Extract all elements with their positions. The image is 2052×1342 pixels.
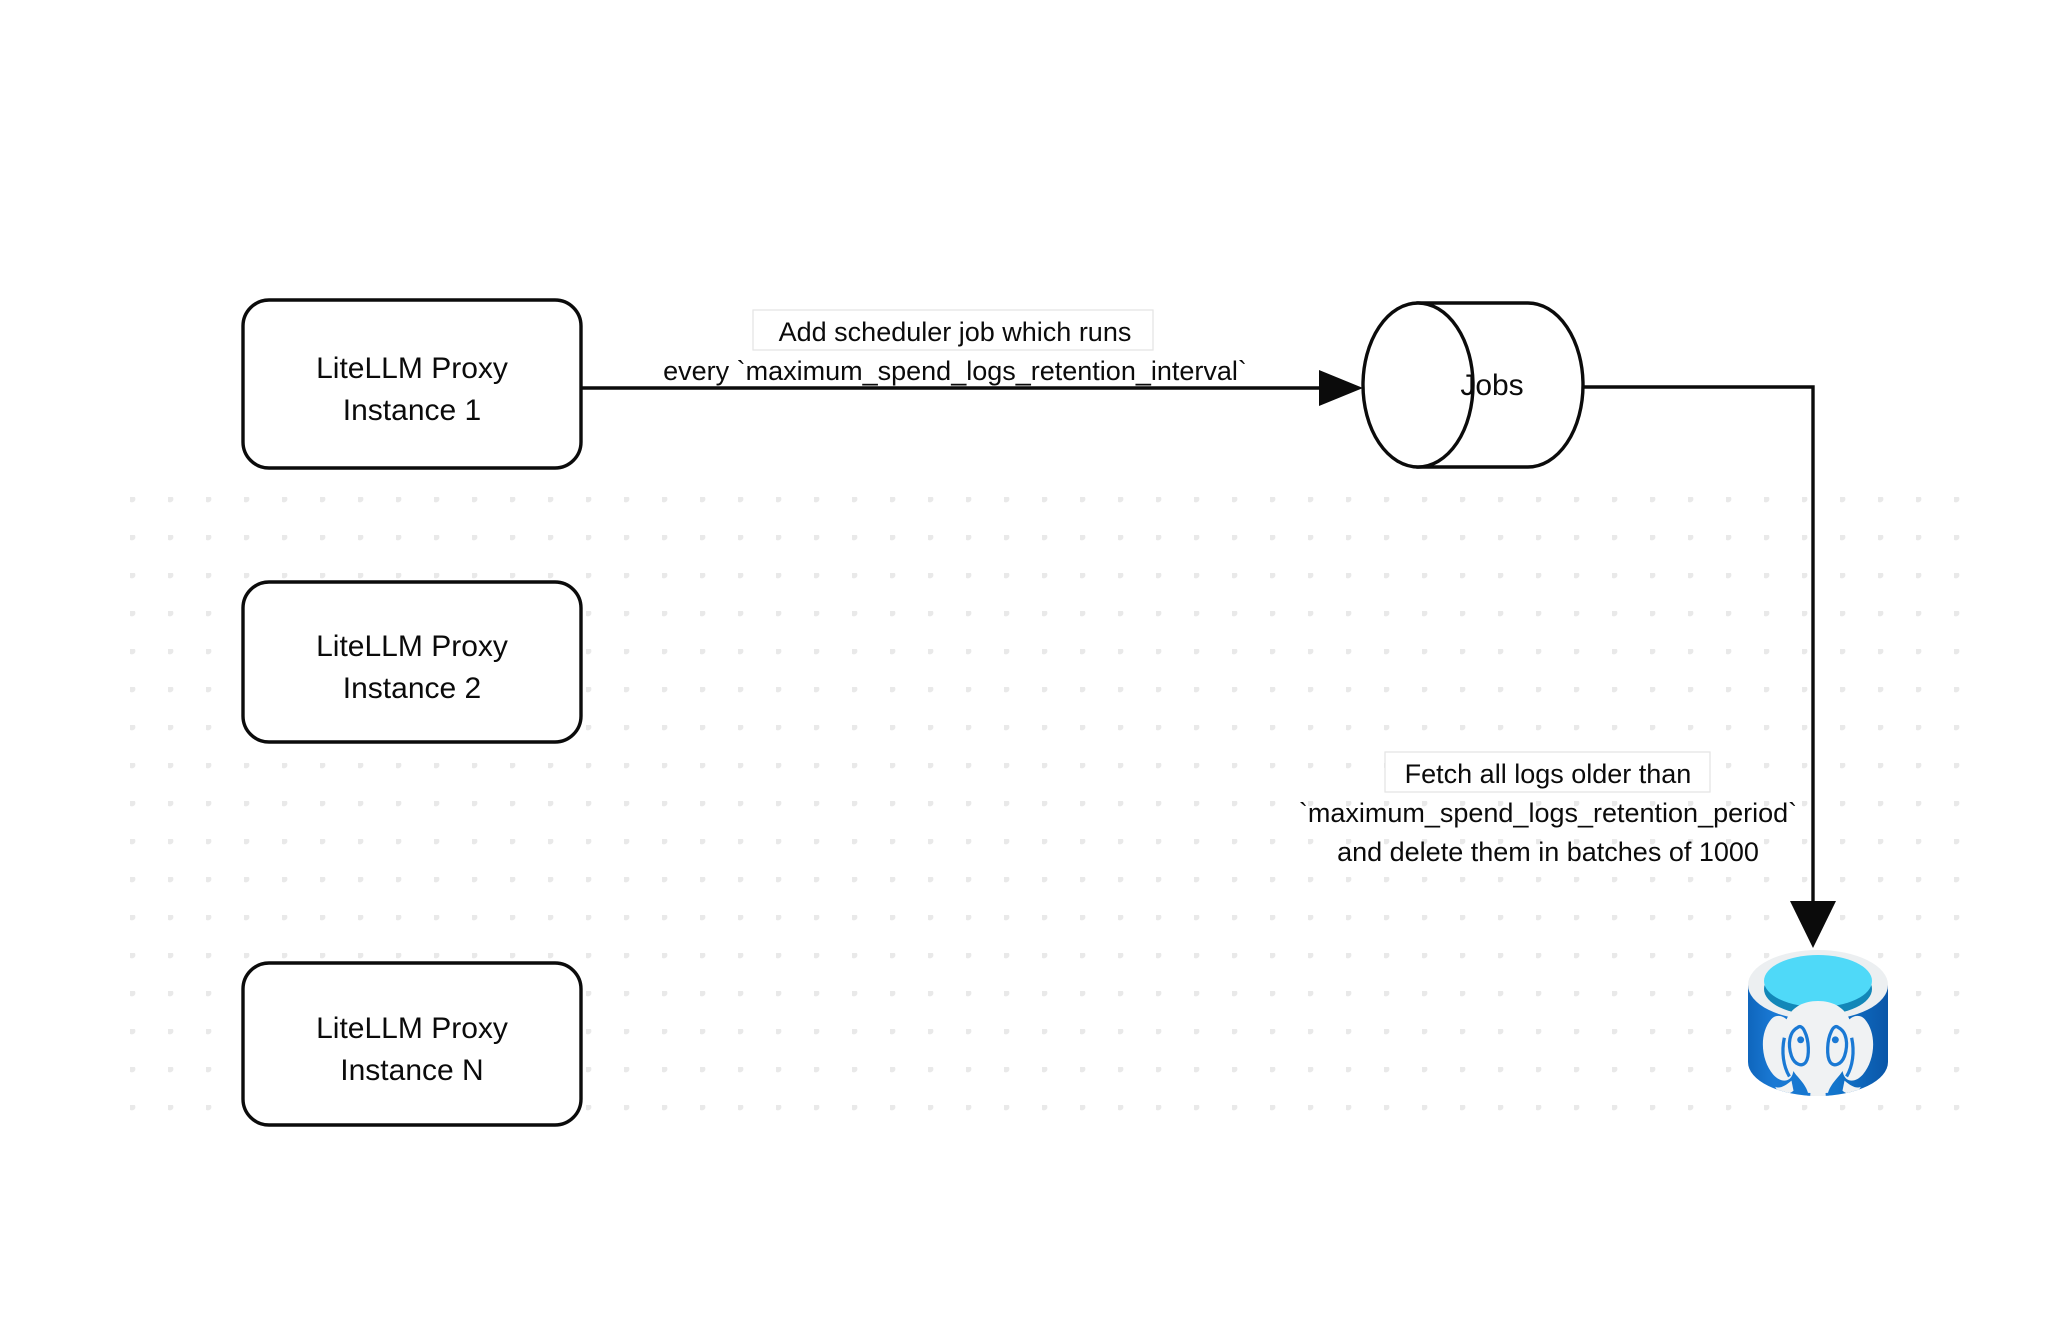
proxy-n-box	[241, 961, 583, 1127]
edge-proxy1-to-jobs[interactable]: Add scheduler job which runs every `maxi…	[581, 309, 1363, 406]
node-postgres-database[interactable]	[1748, 950, 1888, 1130]
edge-jobs-to-postgres-arrowhead	[1790, 901, 1836, 948]
node-jobs-queue[interactable]: Jobs	[1361, 301, 1585, 469]
edge-label-1-line-1: Add scheduler job which runs	[779, 317, 1132, 347]
jobs-label: Jobs	[1460, 369, 1523, 402]
edge-label-2-line-3: and delete them in batches of 1000	[1337, 837, 1759, 867]
proxy-1-box	[241, 298, 583, 470]
edge-label-1-background	[752, 309, 1154, 351]
edge-jobs-to-postgres-line	[1583, 385, 1815, 906]
proxy-n-label-line-1: LiteLLM Proxy	[316, 1012, 508, 1045]
node-litellm-proxy-instance-2[interactable]: LiteLLM Proxy Instance 2	[241, 580, 583, 744]
proxy-2-label-line-1: LiteLLM Proxy	[316, 630, 508, 663]
proxy-2-label-line-2: Instance 2	[343, 672, 481, 705]
jobs-cylinder-cap	[1361, 301, 1475, 469]
edge-label-2-background	[1384, 751, 1711, 793]
edge-jobs-to-postgres[interactable]: Fetch all logs older than `maximum_spend…	[1299, 385, 1836, 948]
proxy-2-box	[241, 580, 583, 744]
postgres-elephant-icon	[1762, 1001, 1874, 1096]
proxy-1-label-line-2: Instance 1	[343, 394, 481, 427]
edge-label-2-line-2: `maximum_spend_logs_retention_period`	[1299, 798, 1797, 828]
node-litellm-proxy-instance-1[interactable]: LiteLLM Proxy Instance 1	[241, 298, 583, 470]
node-litellm-proxy-instance-n[interactable]: LiteLLM Proxy Instance N	[241, 961, 583, 1127]
postgres-db-top-surface	[1764, 955, 1872, 1007]
proxy-n-label-line-2: Instance N	[340, 1054, 483, 1087]
edge-label-2-line-1: Fetch all logs older than	[1405, 759, 1692, 789]
proxy-1-label-line-1: LiteLLM Proxy	[316, 352, 508, 385]
edge-proxy1-to-jobs-arrowhead	[1319, 370, 1363, 406]
edge-label-1-line-2: every `maximum_spend_logs_retention_inte…	[663, 356, 1247, 386]
